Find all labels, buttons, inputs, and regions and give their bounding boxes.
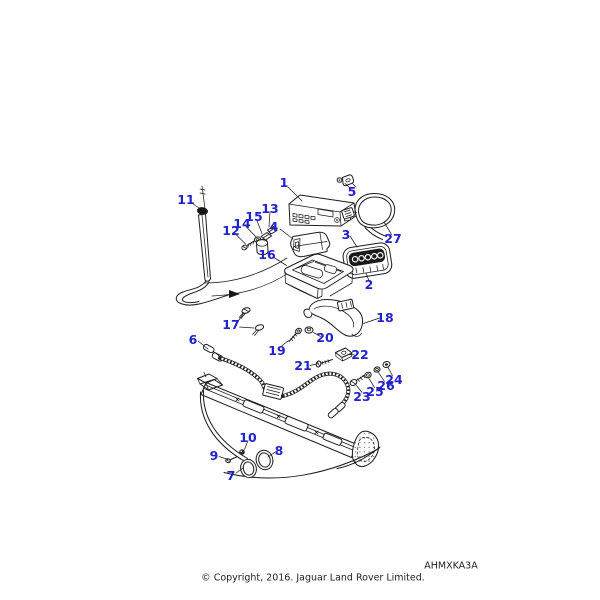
callout-25: 25: [366, 384, 383, 399]
callout-6: 6: [189, 332, 198, 347]
callout-24: 24: [385, 372, 403, 387]
clip-5-drawing: [336, 174, 357, 188]
callout-19: 19: [268, 343, 285, 358]
aerial-assembly-drawing: [175, 185, 291, 306]
callout-27: 27: [384, 231, 401, 246]
callout-5: 5: [348, 184, 357, 199]
callout-9: 9: [210, 448, 219, 463]
callout-26: 26: [377, 378, 395, 393]
callout-4: 4: [270, 219, 279, 234]
console-tray-drawing: [284, 253, 354, 299]
callouts: 1 2 3 4 5 6 7 8 9 10 11 12 13 14 15 16 1…: [177, 175, 403, 483]
callout-8: 8: [275, 443, 284, 458]
callout-23: 23: [353, 389, 370, 404]
callout-11: 11: [177, 192, 194, 207]
dash-panel-drawing: [197, 372, 381, 479]
aerial-lead-drawing: [341, 193, 396, 240]
speaker-box-drawing: [342, 242, 393, 279]
callout-10: 10: [239, 430, 257, 445]
callout-13: 13: [261, 201, 278, 216]
radio-bezel-drawing: [290, 231, 331, 258]
aerial-fixings-drawing: [241, 226, 278, 255]
callout-18: 18: [376, 310, 393, 325]
callout-1: 1: [280, 175, 289, 190]
speakers-drawing: [225, 449, 274, 479]
mounting-bracket-drawing: [303, 298, 363, 337]
wiring-harness-drawing: [202, 343, 351, 419]
callout-17: 17: [222, 317, 239, 332]
callout-21: 21: [294, 358, 311, 373]
callout-16: 16: [258, 247, 276, 262]
leader-lines: [190, 183, 393, 474]
callout-22: 22: [351, 347, 368, 362]
callout-12: 12: [222, 223, 239, 238]
fasteners-drawing: [288, 326, 391, 387]
callout-7: 7: [227, 468, 236, 483]
callout-2: 2: [365, 277, 374, 292]
callout-15: 15: [245, 209, 262, 224]
diagram-code: AHMXKA3A: [424, 560, 478, 572]
copyright-text: © Copyright, 2016. Jaguar Land Rover Lim…: [201, 572, 425, 584]
retaining-clips-drawing: [238, 307, 265, 336]
callout-3: 3: [342, 227, 351, 242]
callout-20: 20: [316, 330, 334, 345]
callout-14: 14: [233, 216, 251, 231]
radio-unit-drawing: [288, 194, 357, 227]
